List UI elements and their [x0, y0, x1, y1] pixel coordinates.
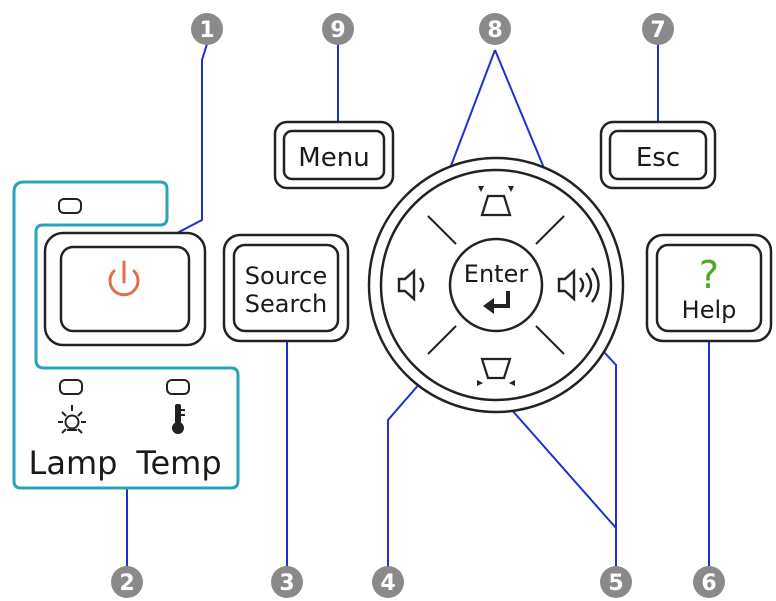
volume-up-icon	[557, 267, 600, 303]
svg-text:2: 2	[119, 571, 134, 596]
help-button[interactable]: ? Help	[645, 233, 773, 343]
svg-text:1: 1	[199, 18, 214, 43]
search-label: Search	[245, 290, 327, 318]
leader-5b	[502, 399, 617, 529]
volume-down-icon	[397, 268, 425, 302]
keystone-bottom-icon	[477, 357, 515, 386]
enter-arrow-icon	[483, 291, 510, 314]
volume-up-button[interactable]	[552, 262, 608, 308]
callout-4: 4	[372, 566, 404, 598]
thermometer-icon	[172, 404, 185, 434]
esc-button[interactable]: Esc	[599, 120, 717, 190]
enter-button[interactable]: Enter	[448, 237, 544, 333]
callout-3: 3	[271, 566, 303, 598]
power-button[interactable]	[43, 231, 207, 347]
direction-pad: Enter	[367, 156, 625, 414]
svg-text:8: 8	[487, 18, 502, 43]
leader-1	[151, 43, 208, 247]
callout-2: 2	[111, 566, 143, 598]
callout-9: 9	[322, 13, 354, 45]
svg-text:3: 3	[279, 571, 294, 596]
temp-label: Temp	[135, 444, 221, 482]
svg-text:4: 4	[380, 571, 395, 596]
source-label: Source	[245, 262, 327, 290]
callout-7: 7	[642, 13, 674, 45]
callout-6: 6	[693, 566, 725, 598]
esc-label: Esc	[636, 143, 680, 173]
temp-indicator-led	[166, 379, 190, 395]
lamp-indicator-led	[59, 379, 83, 395]
callout-8: 8	[479, 13, 511, 45]
keystone-down-button[interactable]	[472, 355, 520, 389]
menu-label: Menu	[298, 143, 369, 173]
keystone-top-icon	[478, 186, 514, 217]
help-question-icon: ?	[699, 253, 719, 297]
callout-5: 5	[600, 566, 632, 598]
callout-1: 1	[191, 13, 223, 45]
svg-text:5: 5	[608, 571, 623, 596]
enter-label: Enter	[464, 260, 529, 288]
lamp-label: Lamp	[29, 444, 118, 482]
svg-text:7: 7	[650, 18, 665, 43]
menu-button[interactable]: Menu	[273, 120, 395, 190]
power-icon	[108, 260, 140, 297]
lamp-icon	[58, 405, 86, 434]
indicator-group-outline	[12, 180, 240, 490]
volume-down-button[interactable]	[394, 265, 440, 305]
keystone-up-button[interactable]	[472, 185, 520, 219]
power-indicator-led	[58, 198, 82, 214]
help-label: Help	[682, 296, 737, 324]
source-search-button[interactable]: Source Search	[222, 233, 350, 343]
callout-markers: 1 2 3 4 5 6 7 8	[111, 13, 725, 598]
svg-text:6: 6	[701, 571, 716, 596]
svg-text:9: 9	[330, 18, 345, 43]
